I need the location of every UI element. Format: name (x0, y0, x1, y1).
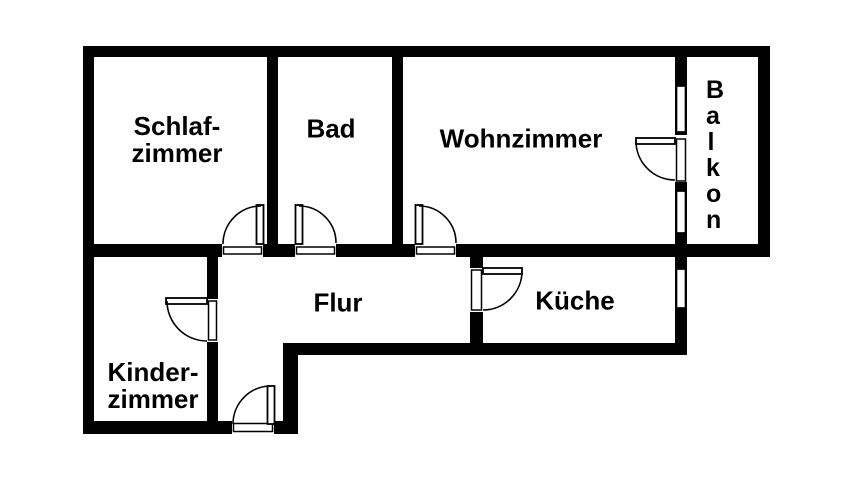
door-arc-kueche (482, 270, 523, 311)
door-leaf-kinderzimmer (165, 297, 208, 305)
wall-outer-top (83, 46, 770, 57)
door-leaf-kueche (482, 267, 523, 275)
wall-kinderzimmer-flur (207, 257, 218, 434)
door-panel-kueche (470, 269, 483, 311)
wall-schlafzimmer-bad (267, 57, 278, 244)
room-label-wohnzimmer: Wohnzimmer (439, 123, 603, 154)
door-threshold-schlafzimmer (222, 246, 263, 255)
room-label-schlafzimmer: Schlaf- zimmer (131, 111, 223, 168)
wall-balcony-right (758, 46, 770, 257)
door-panels (207, 138, 687, 433)
door-leaf-bad (294, 204, 304, 245)
door-arc-kinderzimmer (166, 300, 208, 342)
wall-bottom-right (283, 343, 686, 355)
window-balcony-upper (675, 85, 687, 133)
wall-bad-wohnzimmer (392, 57, 403, 244)
door-arc-bad (298, 205, 337, 244)
door-leaf-wohnzimmer (414, 204, 424, 245)
room-label-balkon: Balkon (706, 76, 725, 234)
door-threshold-bad (295, 246, 336, 255)
door-arcs (166, 140, 676, 425)
windows (675, 85, 687, 309)
door-arc-wohnzimmer (418, 205, 457, 244)
room-label-kueche: Küche (535, 285, 615, 316)
room-label-flur: Flur (313, 287, 363, 318)
door-leaf-schlafzimmer (255, 204, 265, 245)
door-leaf-entrance (266, 385, 276, 425)
door-openings (207, 135, 687, 434)
door-threshold-wohnzimmer (415, 246, 456, 255)
window-kitchen (675, 268, 687, 309)
door-leaf-balkon (635, 137, 676, 145)
room-label-bad: Bad (306, 113, 356, 144)
door-leaves (165, 137, 676, 425)
door-arc-schlafzimmer (222, 205, 262, 245)
door-panel-balkon (675, 138, 687, 182)
door-panel-kinderzimmer (207, 300, 218, 341)
wall-outer-left (83, 46, 94, 434)
window-balcony-lower (675, 190, 687, 234)
room-label-kinderzimmer: Kinder- zimmer (107, 357, 199, 414)
wall-step-vertical (283, 343, 298, 434)
door-arc-balkon (635, 140, 676, 181)
door-threshold-entrance (232, 422, 274, 433)
door-arc-entrance (232, 385, 272, 425)
